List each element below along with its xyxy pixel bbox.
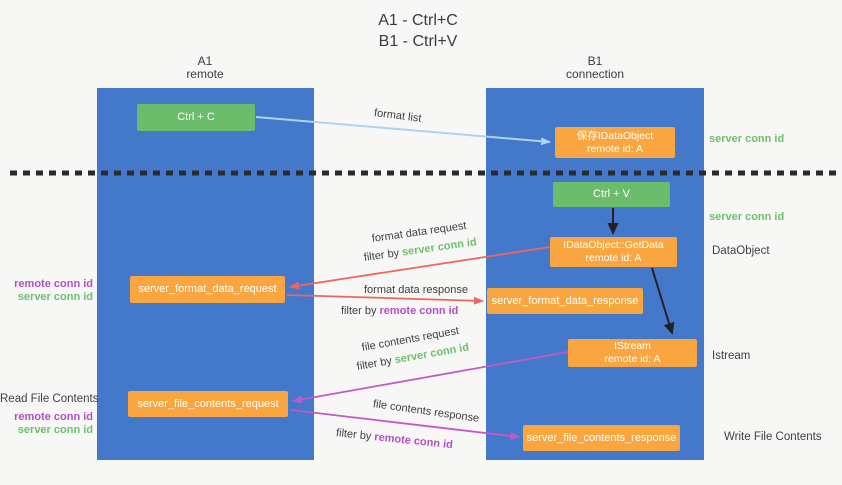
ctrl-c-label: Ctrl + C bbox=[177, 111, 215, 123]
server-file-contents-request-label: server_file_contents_request bbox=[137, 397, 279, 410]
file-contents-response-label: file contents response bbox=[372, 398, 480, 425]
getdata-line1: IDataObject::GetData bbox=[563, 239, 664, 251]
filter-by-text-2: filter by bbox=[341, 305, 377, 317]
istream-line1: IStream bbox=[614, 340, 651, 352]
server-format-data-request-label: server_format_data_request bbox=[138, 283, 277, 295]
filter-by-text-4: filter by bbox=[335, 427, 372, 443]
server-conn-id-right-mid: server conn id bbox=[709, 211, 785, 223]
lane-header-b1: B1 connection bbox=[535, 55, 655, 81]
dataobject-label: DataObject bbox=[712, 245, 770, 257]
save-dataobject-line2: remote id: A bbox=[586, 142, 644, 155]
remote-conn-id-left-1: remote conn id bbox=[14, 278, 93, 290]
server-format-data-request-box: server_format_data_request bbox=[130, 276, 285, 303]
remote-conn-id-text-2: remote conn id bbox=[373, 431, 454, 452]
save-dataobject-box: 保存IDataObject remote id: A bbox=[555, 127, 675, 158]
ctrl-c-box: Ctrl + C bbox=[137, 104, 255, 131]
filter-by-remote-conn-id-label-2: filter by remote conn id bbox=[335, 427, 453, 452]
remote-conn-id-left-2: remote conn id bbox=[14, 411, 93, 423]
server-format-data-response-label: server_format_data_response bbox=[491, 294, 639, 307]
server-file-contents-response-box: server_file_contents_response bbox=[523, 425, 680, 451]
server-file-contents-response-label: server_file_contents_response bbox=[526, 431, 677, 444]
getdata-line2: remote id: A bbox=[585, 252, 642, 264]
format-data-response-label: format data response bbox=[364, 284, 468, 296]
getdata-box: IDataObject::GetData remote id: A bbox=[550, 237, 677, 267]
diagram-title: A1 - Ctrl+C B1 - Ctrl+V bbox=[308, 10, 528, 52]
write-file-contents-label: Write File Contents bbox=[724, 431, 822, 443]
lane-a1-role: remote bbox=[186, 67, 224, 81]
read-file-contents-label: Read File Contents bbox=[0, 393, 99, 405]
ctrl-v-label: Ctrl + V bbox=[593, 188, 630, 200]
title-line-1: A1 - Ctrl+C bbox=[378, 12, 458, 29]
lane-b1-role: connection bbox=[565, 67, 625, 81]
lane-header-a1: A1 remote bbox=[145, 55, 265, 81]
istream-box: IStream remote id: A bbox=[568, 339, 697, 367]
title-line-2: B1 - Ctrl+V bbox=[378, 33, 458, 50]
server-format-data-response-box: server_format_data_response bbox=[487, 288, 643, 314]
remote-conn-id-text-1: remote conn id bbox=[379, 305, 459, 317]
istream-side-label: Istream bbox=[712, 350, 751, 362]
save-dataobject-line1: 保存IDataObject bbox=[576, 129, 654, 142]
server-conn-id-left-2: server conn id bbox=[17, 424, 93, 436]
lane-a1-name: A1 bbox=[197, 54, 213, 68]
server-conn-id-left-1: server conn id bbox=[17, 291, 93, 303]
format-list-label: format list bbox=[373, 107, 423, 125]
filter-by-remote-conn-id-label-1: filter by remote conn id bbox=[341, 305, 458, 318]
server-file-contents-request-box: server_file_contents_request bbox=[128, 391, 288, 417]
istream-line2: remote id: A bbox=[604, 353, 661, 365]
filter-by-text-1: filter by bbox=[363, 247, 400, 264]
server-conn-id-right-top: server conn id bbox=[709, 133, 785, 145]
lane-b1-name: B1 bbox=[587, 54, 603, 68]
ctrl-v-box: Ctrl + V bbox=[553, 182, 670, 207]
filter-by-text-3: filter by bbox=[355, 354, 393, 373]
